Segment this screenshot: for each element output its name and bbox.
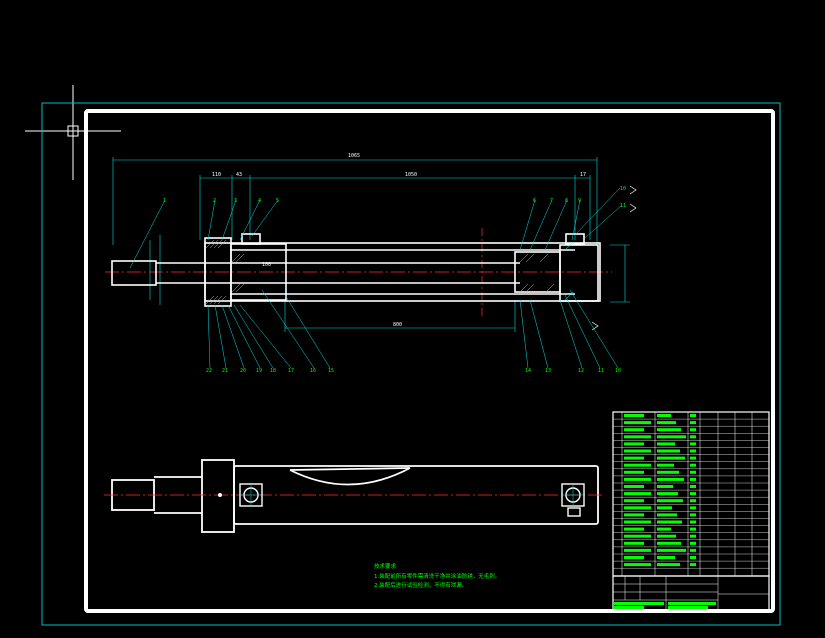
sheet-inner-border: [84, 109, 775, 613]
svg-text:17: 17: [288, 368, 294, 374]
section-view: 1065 110 43 1050 17 800 100: [105, 153, 637, 374]
svg-text:16: 16: [310, 368, 316, 374]
svg-text:6: 6: [533, 198, 536, 204]
crosshair-cursor-icon: [25, 85, 121, 180]
tech-req-line1: 1.装配前所有零件需清洗干净并涂油防锈，无毛刺。: [374, 572, 500, 580]
balloons-bottom-left: 22 21 20 19 18 17 16 15: [206, 368, 334, 374]
svg-text:22: 22: [206, 368, 212, 374]
balloons-bottom-right: 14 13 12 11 10: [525, 368, 621, 374]
svg-text:13: 13: [545, 368, 551, 374]
dim-left-seg: 110: [212, 172, 221, 178]
svg-text:15: 15: [328, 368, 334, 374]
svg-text:1: 1: [163, 198, 166, 204]
dim-right-seg: 17: [580, 172, 586, 178]
balloons-top-left: 1 2 3 4 5: [163, 198, 279, 204]
svg-text:7: 7: [550, 198, 553, 204]
svg-text:21: 21: [222, 368, 228, 374]
svg-text:10: 10: [620, 186, 626, 192]
svg-text:18: 18: [270, 368, 276, 374]
technical-requirements: 技术要求 1.装配前所有零件需清洗干净并涂油防锈，无毛刺。 2.装配后进行试验检…: [374, 562, 500, 589]
svg-text:9: 9: [578, 198, 581, 204]
svg-text:8: 8: [565, 198, 568, 204]
svg-text:4: 4: [258, 198, 261, 204]
sheet-outer-border: [41, 102, 781, 626]
balloons-top-right: 6 7 8 9: [533, 198, 581, 204]
balloons-right-stack: 10 11: [620, 186, 626, 209]
svg-text:20: 20: [240, 368, 246, 374]
tech-req-heading: 技术要求: [374, 562, 397, 570]
svg-text:10: 10: [615, 368, 621, 374]
parts-list-table: [612, 411, 770, 577]
svg-text:19: 19: [256, 368, 262, 374]
dim-main: 1050: [405, 172, 417, 178]
external-view: [104, 459, 605, 533]
svg-text:11: 11: [620, 203, 626, 209]
svg-text:11: 11: [598, 368, 604, 374]
svg-text:2: 2: [213, 198, 216, 204]
dim-rod-seg: 100: [262, 262, 271, 268]
svg-text:14: 14: [525, 368, 531, 374]
dim-left-seg2: 43: [236, 172, 242, 178]
title-block: [612, 575, 770, 613]
svg-text:12: 12: [578, 368, 584, 374]
svg-text:3: 3: [234, 198, 237, 204]
dim-overall: 1065: [348, 153, 360, 159]
tech-req-line2: 2.装配后进行试验检测，不得有泄漏。: [374, 581, 467, 589]
dim-stroke: 800: [393, 322, 402, 328]
svg-text:5: 5: [276, 198, 279, 204]
